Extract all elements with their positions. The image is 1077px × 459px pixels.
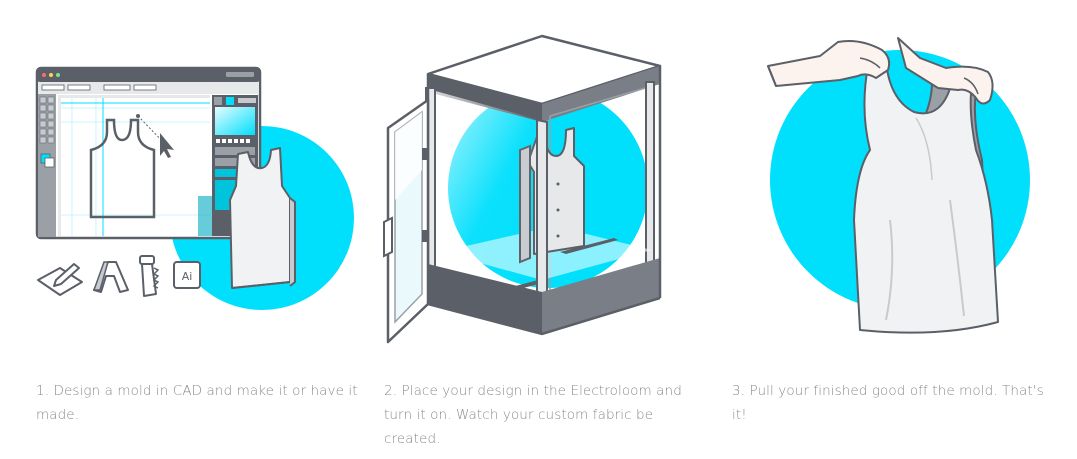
illustrator-icon: Ai <box>173 261 201 289</box>
step-2-caption: 2. Place your design in the Electroloom … <box>384 383 682 447</box>
right-hand <box>897 37 994 105</box>
step-3: 3. Pull your finished good off the mold.… <box>720 0 1077 459</box>
cad-illustration: Ai <box>35 66 354 310</box>
tank-top <box>853 61 999 334</box>
cad-window <box>35 66 262 240</box>
illustrator-icon-label: Ai <box>182 270 193 283</box>
step-2: 2. Place your design in the Electroloom … <box>370 0 720 459</box>
door-handle <box>383 216 393 258</box>
electroloom-illustration <box>383 34 662 344</box>
mold-3d <box>229 147 296 289</box>
step-1-caption: 1. Design a mold in CAD and make it or h… <box>36 383 358 423</box>
saw-icon <box>139 255 160 297</box>
electroloom-machine <box>383 34 662 344</box>
left-hand <box>767 40 891 87</box>
pencil-icon <box>37 263 83 296</box>
step-3-caption: 3. Pull your finished good off the mold.… <box>732 383 1044 423</box>
finished-good-illustration <box>767 37 1030 334</box>
step-1: Ai 1. Design a mold in CAD and make it o… <box>0 0 370 459</box>
autocad-icon <box>92 261 129 293</box>
machine-door <box>383 98 430 344</box>
